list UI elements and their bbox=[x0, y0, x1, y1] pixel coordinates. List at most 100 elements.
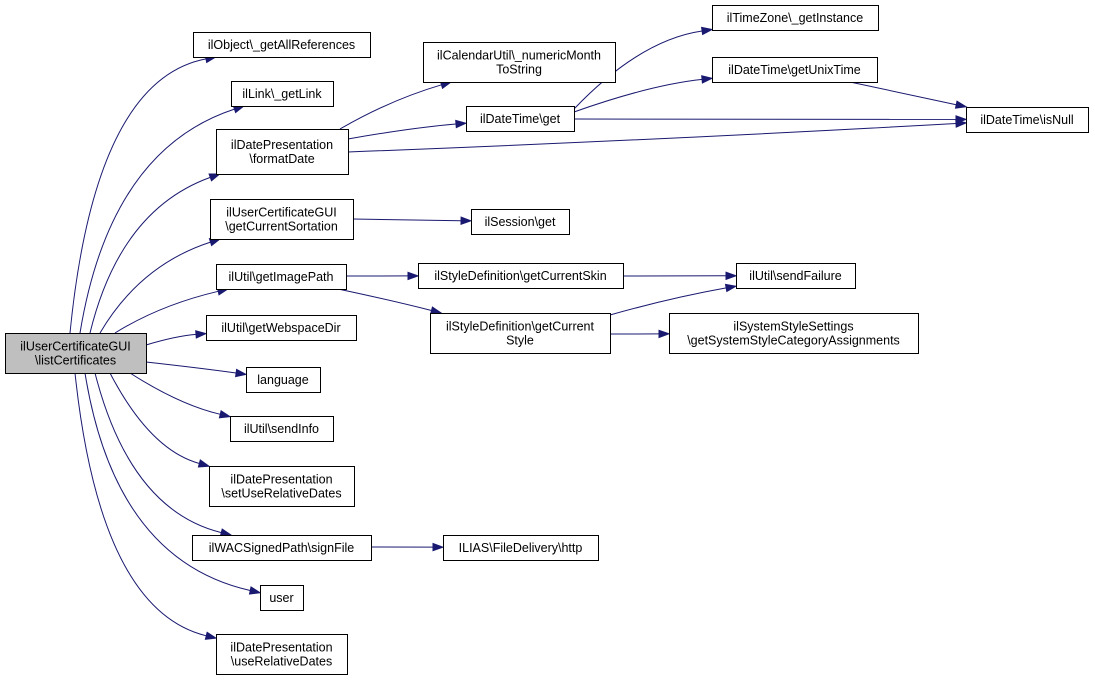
edge-root-to-language bbox=[145, 361, 248, 378]
arrowhead-icon bbox=[204, 631, 218, 640]
node-label: ilUserCertificateGUI bbox=[226, 206, 336, 220]
edge-line bbox=[99, 241, 211, 334]
edge-dt-get-to-unix bbox=[573, 75, 714, 113]
node-label: ilStyleDefinition\getCurrent bbox=[446, 320, 595, 334]
node-box bbox=[466, 106, 575, 132]
node-box bbox=[423, 42, 616, 83]
node-box bbox=[966, 107, 1089, 133]
node-skin[interactable]: ilStyleDefinition\getCurrentSkin bbox=[418, 263, 624, 289]
edge-line bbox=[347, 123, 957, 153]
edge-line bbox=[352, 218, 462, 222]
node-box bbox=[712, 5, 879, 31]
edge-root-to-cert-sort bbox=[99, 238, 222, 334]
node-language[interactable]: language bbox=[246, 367, 321, 393]
edge-date-format-to-calendar bbox=[339, 80, 453, 130]
edge-unix-to-is-null bbox=[849, 81, 968, 109]
node-set-relative[interactable]: ilDatePresentation\setUseRelativeDates bbox=[209, 466, 355, 507]
edge-style-to-sys-style bbox=[609, 329, 671, 339]
node-user[interactable]: user bbox=[260, 585, 304, 611]
node-root[interactable]: ilUserCertificateGUI\listCertificates bbox=[5, 333, 147, 374]
edge-line bbox=[609, 287, 727, 316]
edge-line bbox=[94, 372, 222, 534]
node-date-format[interactable]: ilDatePresentation\formatDate bbox=[216, 129, 349, 175]
arrowhead-icon bbox=[701, 26, 714, 36]
arrowhead-icon bbox=[701, 75, 714, 84]
node-label: ilCalendarUtil\_numericMonth bbox=[437, 49, 601, 63]
node-image-path[interactable]: ilUtil\getImagePath bbox=[216, 264, 347, 290]
node-label: ilTimeZone\_getInstance bbox=[727, 11, 863, 25]
node-dt-get[interactable]: ilDateTime\get bbox=[466, 106, 575, 132]
node-box bbox=[712, 57, 878, 83]
node-use-relative[interactable]: ilDatePresentation\useRelativeDates bbox=[216, 634, 348, 675]
edge-line bbox=[74, 372, 207, 637]
arrowhead-icon bbox=[658, 329, 671, 339]
node-label: \getSystemStyleCategoryAssignments bbox=[687, 334, 900, 348]
node-link[interactable]: ilLink\_getLink bbox=[231, 81, 334, 107]
node-is-null[interactable]: ilDateTime\isNull bbox=[966, 107, 1089, 133]
node-box bbox=[206, 315, 357, 341]
edge-sign-file-to-http bbox=[370, 542, 445, 552]
node-http[interactable]: ILIAS\FileDelivery\http bbox=[443, 535, 599, 561]
node-label: ilUtil\sendInfo bbox=[244, 422, 319, 436]
node-cert-sort[interactable]: ilUserCertificateGUI\getCurrentSortation bbox=[210, 199, 354, 240]
arrowhead-icon bbox=[955, 115, 968, 124]
node-send-info[interactable]: ilUtil\sendInfo bbox=[230, 416, 334, 442]
edge-line bbox=[114, 290, 219, 334]
node-box bbox=[216, 129, 349, 175]
arrowhead-icon bbox=[429, 306, 443, 315]
edge-root-to-webspace bbox=[145, 330, 208, 346]
node-label: ilDateTime\getUnixTime bbox=[728, 63, 860, 77]
edge-style-to-send-failure bbox=[609, 283, 738, 316]
node-send-failure[interactable]: ilUtil\sendFailure bbox=[736, 263, 856, 289]
edge-line bbox=[339, 84, 442, 130]
node-session[interactable]: ilSession\get bbox=[471, 209, 570, 235]
arrowhead-icon bbox=[195, 330, 208, 339]
node-timezone[interactable]: ilTimeZone\_getInstance bbox=[712, 5, 879, 31]
node-object-refs[interactable]: ilObject\_getAllReferences bbox=[193, 32, 371, 58]
edge-line bbox=[79, 108, 235, 334]
node-box bbox=[669, 313, 919, 354]
edge-image-path-to-skin bbox=[345, 271, 420, 281]
edge-line bbox=[109, 372, 200, 464]
node-box bbox=[210, 199, 354, 240]
arrowhead-icon bbox=[460, 216, 473, 226]
node-box bbox=[736, 263, 856, 289]
node-label: ilDateTime\isNull bbox=[980, 113, 1073, 127]
arrowhead-icon bbox=[455, 119, 468, 129]
node-label: \getCurrentSortation bbox=[225, 220, 338, 234]
edge-line bbox=[69, 58, 207, 334]
node-box bbox=[192, 535, 372, 561]
node-label: \formatDate bbox=[249, 152, 314, 166]
node-label: ilDateTime\get bbox=[480, 112, 561, 126]
edge-cert-sort-to-session bbox=[352, 216, 473, 226]
node-label: ilWACSignedPath\signFile bbox=[209, 541, 354, 555]
node-label: ilUtil\getWebspaceDir bbox=[221, 321, 340, 335]
node-label: ilLink\_getLink bbox=[242, 87, 322, 101]
node-label: ilUtil\sendFailure bbox=[749, 269, 841, 283]
node-webspace[interactable]: ilUtil\getWebspaceDir bbox=[206, 315, 357, 341]
arrowhead-icon bbox=[725, 271, 738, 281]
node-label: ilUserCertificateGUI bbox=[20, 340, 130, 354]
edge-date-format-to-dt-get bbox=[347, 119, 468, 140]
node-box bbox=[209, 466, 355, 507]
node-sys-style[interactable]: ilSystemStyleSettings\getSystemStyleCate… bbox=[669, 313, 919, 354]
edge-line bbox=[145, 333, 197, 346]
edge-line bbox=[145, 361, 237, 374]
edge-line bbox=[84, 372, 251, 591]
edge-root-to-set-relative bbox=[109, 372, 211, 468]
call-nodes: ilUserCertificateGUI\listCertificates ilO… bbox=[5, 5, 1089, 675]
node-label: ilSession\get bbox=[485, 215, 556, 229]
node-label: \useRelativeDates bbox=[231, 655, 332, 669]
node-sign-file[interactable]: ilWACSignedPath\signFile bbox=[192, 535, 372, 561]
node-box bbox=[231, 81, 334, 107]
arrowhead-icon bbox=[954, 100, 968, 109]
arrowhead-icon bbox=[218, 409, 232, 419]
edge-dt-get-to-timezone bbox=[573, 26, 714, 110]
arrowhead-icon bbox=[208, 173, 222, 182]
node-label: ilSystemStyleSettings bbox=[733, 320, 853, 334]
node-unix[interactable]: ilDateTime\getUnixTime bbox=[712, 57, 878, 83]
arrowhead-icon bbox=[432, 542, 445, 552]
edge-root-to-send-info bbox=[129, 372, 232, 419]
